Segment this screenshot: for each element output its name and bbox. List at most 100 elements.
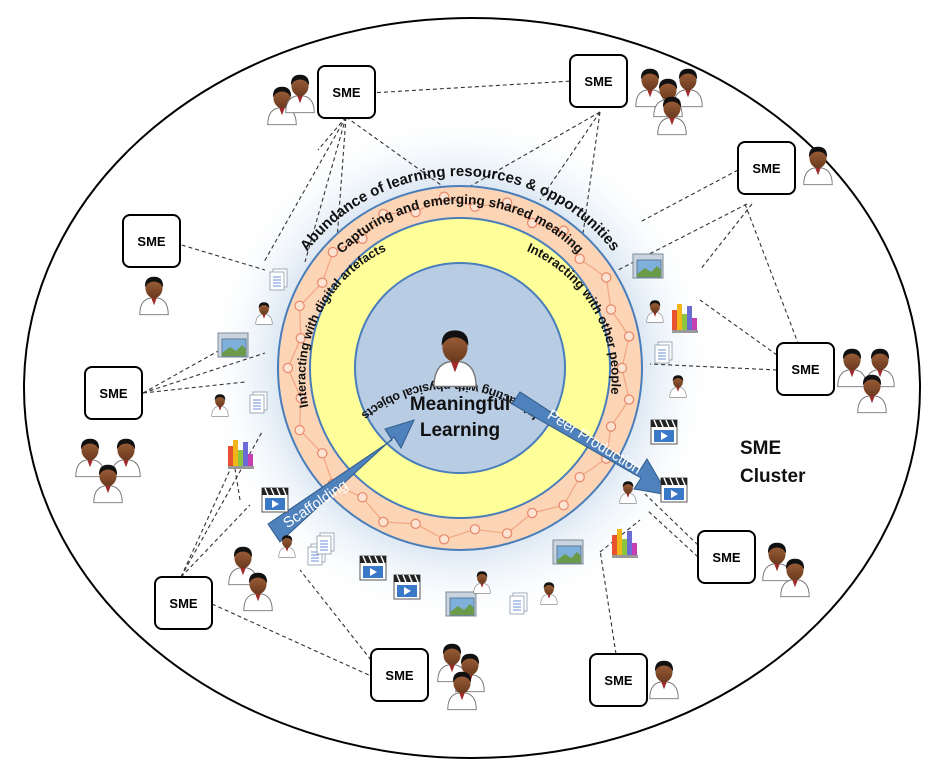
- meaning-node: [574, 471, 585, 483]
- person-icon: [473, 571, 491, 594]
- node-link: [287, 337, 302, 369]
- sme-link: [142, 381, 246, 394]
- meaning-node: [294, 300, 305, 312]
- node-link: [532, 504, 564, 514]
- node-link: [299, 305, 302, 339]
- meaning-node: [616, 362, 628, 374]
- sme-label: SME: [752, 161, 781, 176]
- sme-node: SME: [154, 546, 273, 630]
- meaning-node: [527, 217, 538, 229]
- video-clip-icon: [359, 555, 387, 581]
- sme-node: SME: [737, 141, 833, 195]
- node-link: [621, 336, 630, 369]
- meaning-node: [410, 206, 421, 218]
- person-icon: [646, 300, 664, 323]
- document-icon: [249, 391, 268, 414]
- meaning-node: [601, 272, 612, 283]
- node-link: [506, 202, 533, 224]
- sme-link: [599, 519, 641, 553]
- node-link: [332, 238, 363, 253]
- node-link: [563, 476, 581, 506]
- meaning-node: [605, 304, 617, 315]
- meaning-node: [327, 246, 339, 258]
- node-link: [383, 521, 416, 525]
- sme-link: [644, 493, 699, 546]
- meaning-node: [623, 331, 635, 342]
- person-icon: [243, 572, 273, 612]
- node-link: [532, 222, 564, 232]
- sme-label: SME: [584, 74, 613, 89]
- sme-node: SME: [122, 214, 181, 316]
- meaning-node: [438, 191, 450, 202]
- node-link: [321, 453, 334, 485]
- person-icon: [285, 74, 315, 114]
- sme-link: [539, 111, 601, 201]
- meaning-node: [295, 333, 306, 344]
- person-icon: [139, 276, 169, 316]
- person-icon: [93, 464, 123, 504]
- node-link: [506, 512, 533, 534]
- bar-chart-icon: [612, 529, 638, 558]
- sme-box: [776, 342, 835, 396]
- sme-box: [697, 530, 756, 584]
- sme-link: [180, 504, 251, 578]
- video-clip-icon: [660, 477, 688, 503]
- meaning-node: [357, 492, 368, 503]
- sme-link: [174, 242, 266, 271]
- sme-box: [370, 648, 429, 702]
- meaning-node: [378, 208, 389, 220]
- meaning-node: [558, 500, 569, 511]
- person-icon: [673, 68, 703, 108]
- person-icon: [255, 302, 273, 325]
- sme-link: [599, 549, 617, 655]
- sme-link: [180, 469, 231, 578]
- person-icon: [211, 394, 229, 417]
- sme-node: SME: [589, 653, 679, 707]
- person-icon: [669, 375, 687, 398]
- meaning-node: [378, 516, 389, 528]
- meaning-node: [605, 421, 617, 432]
- meaning-node: [317, 448, 328, 459]
- sme-label: SME: [604, 673, 633, 688]
- node-link: [299, 429, 323, 454]
- node-link: [610, 399, 630, 427]
- sme-label: SME: [332, 85, 361, 100]
- cluster-label-line1: SME: [740, 438, 781, 459]
- person-icon: [780, 558, 810, 598]
- sme-label: SME: [137, 234, 166, 249]
- learning-resources: [211, 253, 698, 617]
- sme-label: SME: [791, 362, 820, 377]
- node-link: [415, 196, 445, 213]
- person-icon: [540, 582, 558, 605]
- meaning-node: [623, 394, 635, 405]
- sme-link: [699, 203, 753, 271]
- node-link: [299, 282, 323, 307]
- meaning-node: [574, 253, 585, 265]
- sme-link: [299, 569, 372, 661]
- sme-label: SME: [99, 386, 128, 401]
- sme-node: SME: [370, 643, 485, 711]
- sme-node: SME: [569, 54, 703, 136]
- sme-box: [737, 141, 796, 195]
- sme-link: [646, 509, 699, 558]
- meaning-node: [295, 392, 306, 403]
- sme-node: SME: [697, 530, 810, 598]
- meaning-node: [282, 362, 294, 374]
- document-icon: [654, 341, 673, 364]
- sme-link: [369, 80, 573, 94]
- sme-link: [579, 111, 601, 256]
- center-label-line1: Meaningful: [410, 394, 510, 415]
- meaning-node: [501, 197, 513, 208]
- sme-box: [122, 214, 181, 268]
- sme-box: [317, 65, 376, 119]
- sme-nodes: SME SME SME SME SME SME SME SME SME SME: [75, 54, 895, 711]
- sme-box: [589, 653, 648, 707]
- shared-meaning-nodes: [282, 191, 635, 545]
- person-icon: [837, 348, 867, 388]
- node-link: [383, 211, 416, 215]
- meaning-node: [294, 424, 305, 436]
- node-link: [610, 309, 630, 337]
- sme-link: [649, 363, 778, 371]
